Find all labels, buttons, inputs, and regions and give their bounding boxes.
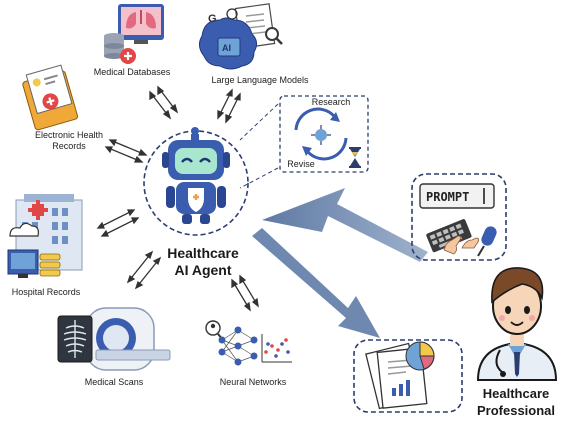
arrow-ehr [104, 139, 148, 163]
research-revise-cycle-icon [239, 95, 369, 189]
keyboard-microphone-icon: PROMPT [411, 173, 507, 261]
mri-scanner-icon [57, 307, 171, 371]
agent-title-line2: AI Agent [174, 262, 232, 278]
professional-title-line1: Healthcare [482, 386, 550, 401]
medical-folder-icon [22, 64, 79, 131]
arrow-llm [217, 88, 241, 124]
database-lungs-icon [104, 4, 164, 64]
ai-brain-icon: AI G [198, 3, 283, 70]
arrow-hospital [96, 209, 140, 237]
agent-to-report-arrow [252, 228, 380, 338]
neural-network-icon [205, 320, 292, 366]
ehr-label-line2: Records [52, 141, 86, 151]
doctor-avatar-icon [476, 267, 558, 381]
prompt-to-agent-arrow [262, 188, 428, 262]
arrow-scans [126, 250, 162, 290]
svg-text:AI: AI [222, 43, 231, 53]
hospital-records-label: Hospital Records [11, 287, 81, 297]
robot-icon [143, 127, 249, 236]
agent-title: Healthcare AI Agent [148, 245, 258, 279]
revise-label: Revise [287, 159, 315, 169]
prompt-text: PROMPT [426, 190, 469, 204]
ehr-label-line1: Electronic Health [34, 130, 104, 140]
ehr-label: Electronic Health Records [24, 130, 114, 152]
agent-title-line1: Healthcare [167, 245, 239, 261]
neural-networks-label: Neural Networks [219, 377, 287, 387]
svg-text:G: G [208, 13, 217, 25]
medical-databases-label: Medical Databases [93, 67, 171, 77]
professional-title: Healthcare Professional [468, 385, 564, 419]
connector-arrows [96, 85, 259, 312]
report-chart-icon [353, 339, 463, 413]
hospital-building-icon [7, 194, 83, 278]
research-label: Research [311, 97, 351, 107]
professional-title-line2: Professional [476, 403, 556, 418]
medical-scans-label: Medical Scans [84, 377, 144, 387]
llm-label: Large Language Models [211, 75, 309, 85]
arrow-neural [231, 274, 259, 312]
arrow-medical-databases [149, 85, 179, 120]
